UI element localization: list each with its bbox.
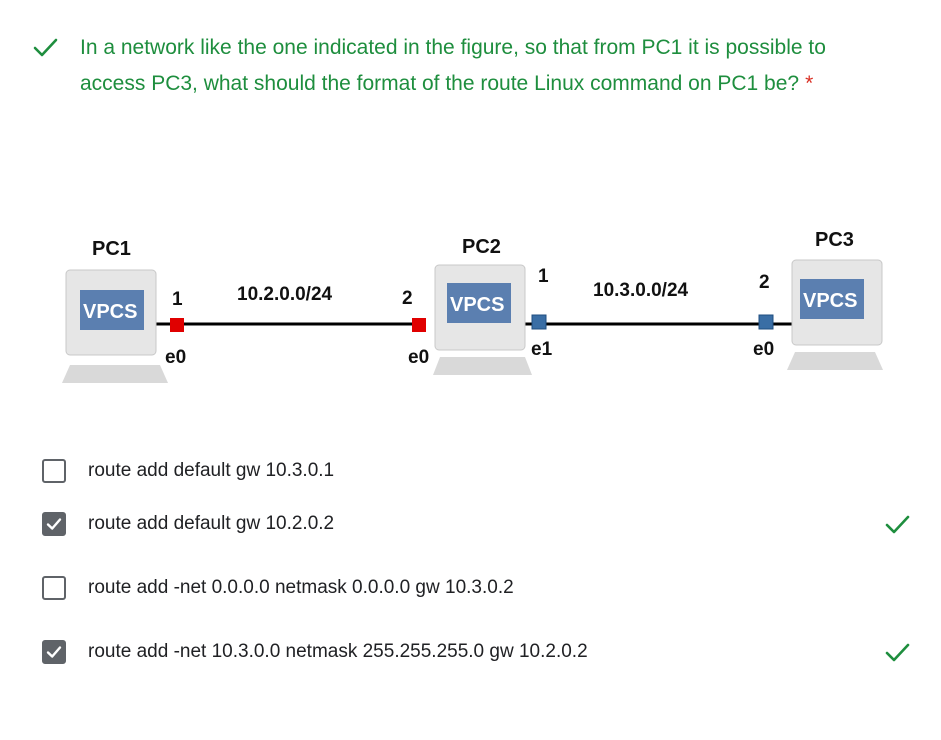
checkbox-1[interactable] bbox=[42, 459, 66, 483]
question-text: In a network like the one indicated in t… bbox=[80, 36, 826, 95]
link2-right-host: 2 bbox=[759, 272, 770, 293]
pc1-node[interactable]: PC1 VPCS bbox=[62, 238, 168, 383]
link2-network-label: 10.3.0.0/24 bbox=[593, 280, 689, 301]
link1-right-port-label: e0 bbox=[408, 347, 429, 368]
link1-left-port-label: e0 bbox=[165, 347, 186, 368]
option-1[interactable]: route add default gw 10.3.0.1 bbox=[42, 450, 912, 492]
answer-options: route add default gw 10.3.0.1 route add … bbox=[42, 450, 912, 684]
correct-check-icon bbox=[885, 515, 910, 534]
link2-left-port-label: e1 bbox=[531, 339, 553, 360]
checkmark-icon bbox=[46, 646, 62, 658]
option-2[interactable]: route add default gw 10.2.0.2 bbox=[42, 492, 912, 556]
link2-left-port[interactable] bbox=[531, 314, 547, 330]
network-diagram: PC1 VPCS PC2 VPCS PC3 VPCS 10.2.0.0/24 1… bbox=[62, 229, 883, 383]
option-label: route add -net 10.3.0.0 netmask 255.255.… bbox=[88, 641, 588, 662]
option-4[interactable]: route add -net 10.3.0.0 netmask 255.255.… bbox=[42, 620, 912, 684]
option-label: route add default gw 10.3.0.1 bbox=[88, 460, 335, 481]
link1-left-host: 1 bbox=[172, 289, 183, 310]
pc1-base bbox=[62, 365, 168, 383]
node-label-pc1: PC1 bbox=[92, 238, 131, 260]
pc3-base bbox=[787, 352, 883, 370]
option-3[interactable]: route add -net 0.0.0.0 netmask 0.0.0.0 g… bbox=[42, 556, 912, 620]
node-label-pc3: PC3 bbox=[815, 229, 854, 251]
pc2-node[interactable]: PC2 VPCS bbox=[433, 236, 532, 375]
link1-network-label: 10.2.0.0/24 bbox=[237, 284, 333, 305]
link1-right-host: 2 bbox=[402, 288, 413, 309]
pc3-screen-text: VPCS bbox=[803, 290, 857, 312]
link2-left-host: 1 bbox=[538, 266, 549, 287]
required-mark: * bbox=[805, 72, 814, 95]
pc1-screen bbox=[80, 290, 144, 330]
checkbox-3[interactable] bbox=[42, 576, 66, 600]
option-label: route add default gw 10.2.0.2 bbox=[88, 513, 335, 534]
pc2-base bbox=[433, 357, 532, 375]
pc3-screen bbox=[800, 279, 864, 319]
link2-right-port[interactable] bbox=[758, 314, 774, 330]
option-label: route add -net 0.0.0.0 netmask 0.0.0.0 g… bbox=[88, 577, 514, 598]
link1-right-port[interactable] bbox=[412, 318, 426, 332]
link2-right-port-label: e0 bbox=[753, 339, 774, 360]
pc2-screen-text: VPCS bbox=[450, 294, 504, 316]
pc3-node[interactable]: PC3 VPCS bbox=[787, 229, 883, 370]
node-label-pc2: PC2 bbox=[462, 236, 501, 258]
check-icon bbox=[33, 38, 58, 57]
link1-left-port[interactable] bbox=[170, 318, 184, 332]
pc1-screen-text: VPCS bbox=[83, 301, 137, 323]
checkbox-2[interactable] bbox=[42, 512, 66, 536]
pc2-screen bbox=[447, 283, 511, 323]
question-header: In a network like the one indicated in t… bbox=[30, 30, 890, 102]
checkmark-icon bbox=[46, 518, 62, 530]
checkbox-4[interactable] bbox=[42, 640, 66, 664]
correct-check-icon bbox=[885, 643, 910, 662]
